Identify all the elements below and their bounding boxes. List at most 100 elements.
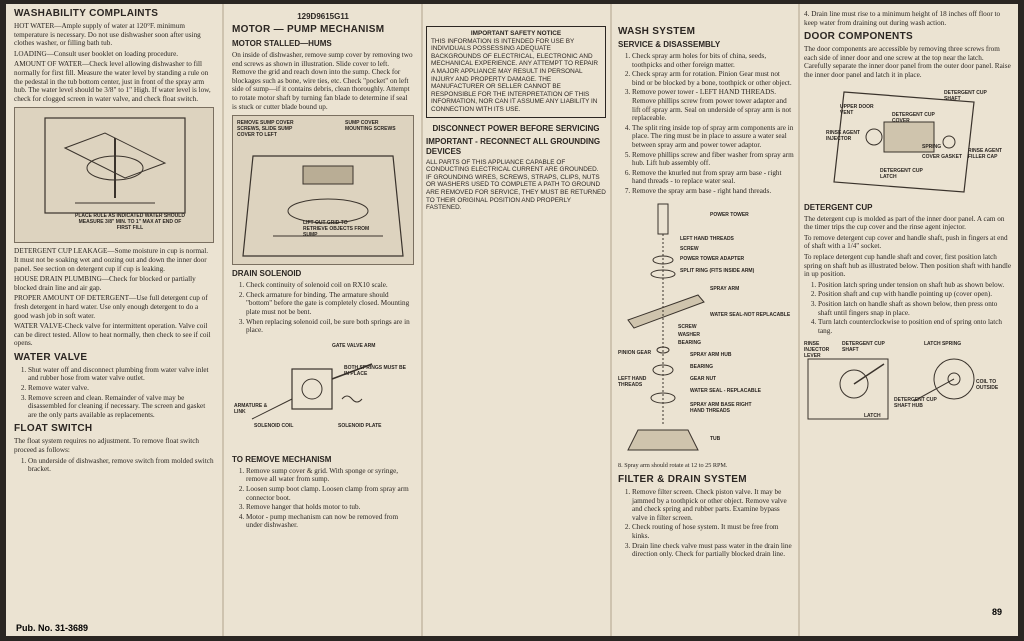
figure-caption: PLACE RULE AS INDICATED WATER SHOULD MEA… (75, 213, 185, 232)
list-item: Remove the knurled nut from spray arm ba… (632, 169, 794, 186)
list-item: Remove screen and clean. Remainder of va… (28, 394, 214, 420)
list-item: Remove sump cover & grid. With sponge or… (246, 467, 414, 484)
list-item: Remove the spray arm base - right hand t… (632, 187, 794, 196)
part-label: LEFT HAND THREADS (680, 235, 734, 242)
publication-number: Pub. No. 31-3689 (16, 623, 89, 633)
figure-label: GATE VALVE ARM (332, 342, 376, 349)
section-heading: FLOAT SWITCH (14, 423, 93, 435)
part-label: SPRAY ARM (710, 285, 740, 292)
list-item: Position shaft and cup with handle point… (818, 290, 1012, 299)
part-label: WATER SEAL - REPLACABLE (690, 387, 761, 394)
list-item: Check spray arm holes for bits of china,… (632, 52, 794, 69)
paragraph: AMOUNT OF WATER—Check level allowing dis… (14, 60, 211, 103)
step-list: Position latch spring under tension on s… (804, 281, 1012, 336)
step-list: On underside of dishwasher, remove switc… (14, 457, 214, 474)
part-label: WATER SEAL-NOT REPLACABLE (710, 311, 791, 318)
figure-label: LIFT OUT GRID TO RETRIEVE OBJECTS FROM S… (303, 220, 370, 239)
paragraph: To replace detergent cup handle shaft an… (804, 252, 1012, 279)
figure-label: RINSE INJECTOR LEVER (804, 341, 830, 360)
manual-page: WASHABILITY COMPLAINTS HOT WATER—Ample s… (6, 4, 1018, 636)
cup-latch-illustration (807, 358, 975, 420)
figure-label: RINSE AGENT FILLER CAP (968, 147, 1002, 160)
step-list: Remove sump cover & grid. With sponge or… (232, 467, 414, 530)
figure-label: DETERGENT CUP SHAFT HUB (894, 397, 937, 410)
list-item: When replacing solenoid coil, be sure bo… (246, 318, 414, 335)
figure-label: DETERGENT CUP LATCH (880, 167, 923, 180)
fold-line (610, 4, 612, 636)
sump-illustration (242, 155, 404, 257)
list-item: Remove filter screen. Check piston valve… (632, 488, 794, 522)
figure-label: LATCH SPRING (924, 341, 962, 348)
part-label: SCREW (680, 245, 699, 252)
figure-label: SUMP COVER MOUNTING SCREWS (345, 120, 396, 133)
section-heading: WASH SYSTEM (618, 26, 696, 37)
figure-label: SOLENOID PLATE (338, 422, 382, 429)
subheading: MOTOR STALLED—HUMS (232, 39, 332, 48)
column-wash-system: WASH SYSTEM SERVICE & DISASSEMBLY Check … (618, 4, 794, 636)
list-item: Remove phillips screw and fiber washer f… (632, 151, 794, 168)
sump-figure: REMOVE SUMP COVER SCREWS, SLIDE SUMP COV… (232, 115, 414, 266)
list-item: Check armature for binding. The armature… (246, 291, 414, 317)
list-item: Check routing of hose system. It must be… (632, 523, 794, 540)
paragraph: DETERGENT CUP LEAKAGE—Some moisture in c… (14, 247, 209, 273)
paragraph: On inside of dishwasher, remove sump cov… (232, 51, 413, 111)
part-label: BEARING (678, 339, 702, 346)
part-label: SPRAY ARM HUB (690, 351, 732, 358)
section-heading: WASHABILITY COMPLAINTS (14, 8, 159, 19)
part-number: 129D9615G11 (297, 12, 349, 21)
step-list: Check spray arm holes for bits of china,… (618, 52, 794, 196)
fold-line (222, 4, 224, 636)
figure-label: DETERGENT CUP SHAFT (944, 89, 987, 102)
list-item: On underside of dishwasher, remove switc… (28, 457, 214, 474)
figure-label: BOTH SPRINGS MUST BE IN PLACE (344, 364, 406, 377)
part-label: BEARING (690, 363, 714, 370)
solenoid-illustration (251, 363, 373, 420)
figure-label: REMOVE SUMP COVER SCREWS, SLIDE SUMP COV… (237, 120, 294, 139)
figure-label: COVER GASKET (922, 153, 963, 160)
list-item: Loosen sump boot clamp. Loosen clamp fro… (246, 485, 414, 502)
paragraph: HOUSE DRAIN PLUMBING—Check for blocked o… (14, 275, 196, 292)
part-label: LEFT HAND THREADS (618, 375, 647, 388)
figure-label: SOLENOID COIL (254, 422, 294, 429)
list-item: Position latch on handle shaft as shown … (818, 300, 1012, 317)
list-item: Remove water valve. (28, 384, 214, 393)
part-label: SPRAY ARM BASE RIGHT HAND THREADS (690, 401, 752, 414)
step-list: Check continuity of solenoid coil on RX1… (232, 281, 414, 335)
list-item: Check continuity of solenoid coil on RX1… (246, 281, 414, 290)
figure-label: COIL TO OUTSIDE (976, 379, 999, 392)
column-door-components: 4. Drain line must rise to a minimum hei… (804, 4, 1012, 636)
page-number: 89 (992, 607, 1003, 617)
paragraph: LOADING—Consult user booklet on loading … (14, 49, 179, 58)
figure-label: UPPER DOOR VENT (840, 103, 874, 116)
column-safety-notice: IMPORTANT SAFETY NOTICE THIS INFORMATION… (426, 4, 606, 636)
list-item: Shut water off and disconnect plumbing f… (28, 366, 214, 383)
list-item: Drain line check valve must pass water i… (632, 542, 794, 559)
rack-illustration (44, 117, 186, 214)
spray-arm-exploded-view: POWER TOWER LEFT HAND THREADS SCREW POWE… (618, 200, 794, 462)
figure-label: ARMATURE & LINK (234, 402, 268, 415)
part-label: POWER TOWER (710, 211, 749, 218)
door-figure: UPPER DOOR VENT DETERGENT CUP SHAFT DETE… (804, 82, 1012, 200)
figure-label: LATCH (864, 413, 881, 420)
column-washability: WASHABILITY COMPLAINTS HOT WATER—Ample s… (14, 4, 214, 636)
notice-body: THIS INFORMATION IS INTENDED FOR USE BY … (431, 37, 599, 113)
figure-label: RINSE AGENT INJECTOR (826, 129, 860, 142)
grounding-warning: IMPORTANT - RECONNECT ALL GROUNDING DEVI… (426, 136, 601, 156)
step-list: Remove filter screen. Check piston valve… (618, 488, 794, 559)
cup-latch-figure: RINSE INJECTOR LEVER DETERGENT CUP SHAFT… (804, 339, 1012, 423)
part-label: TUB (710, 435, 721, 442)
fold-line (421, 4, 423, 636)
paragraph: PROPER AMOUNT OF DETERGENT—Use full dete… (14, 294, 208, 320)
list-item: Check spray arm for rotation. Pinion Gea… (632, 70, 794, 87)
list-item: The split ring inside top of spray arm c… (632, 124, 794, 150)
section-heading: DRAIN SOLENOID (232, 269, 302, 279)
list-item: Position latch spring under tension on s… (818, 281, 1012, 290)
part-label: GEAR NUT (690, 375, 717, 382)
column-motor-pump: 129D9615G11 MOTOR — PUMP MECHANISM MOTOR… (232, 4, 414, 636)
door-illustration (833, 90, 975, 193)
list-item: Motor - pump mechanism can now be remove… (246, 513, 414, 530)
section-heading: TO REMOVE MECHANISM (232, 454, 332, 464)
part-label: SCREW (678, 323, 697, 330)
list-item: Remove hanger that holds motor to tub. (246, 503, 414, 512)
part-label: POWER TOWER ADAPTER (680, 255, 745, 262)
